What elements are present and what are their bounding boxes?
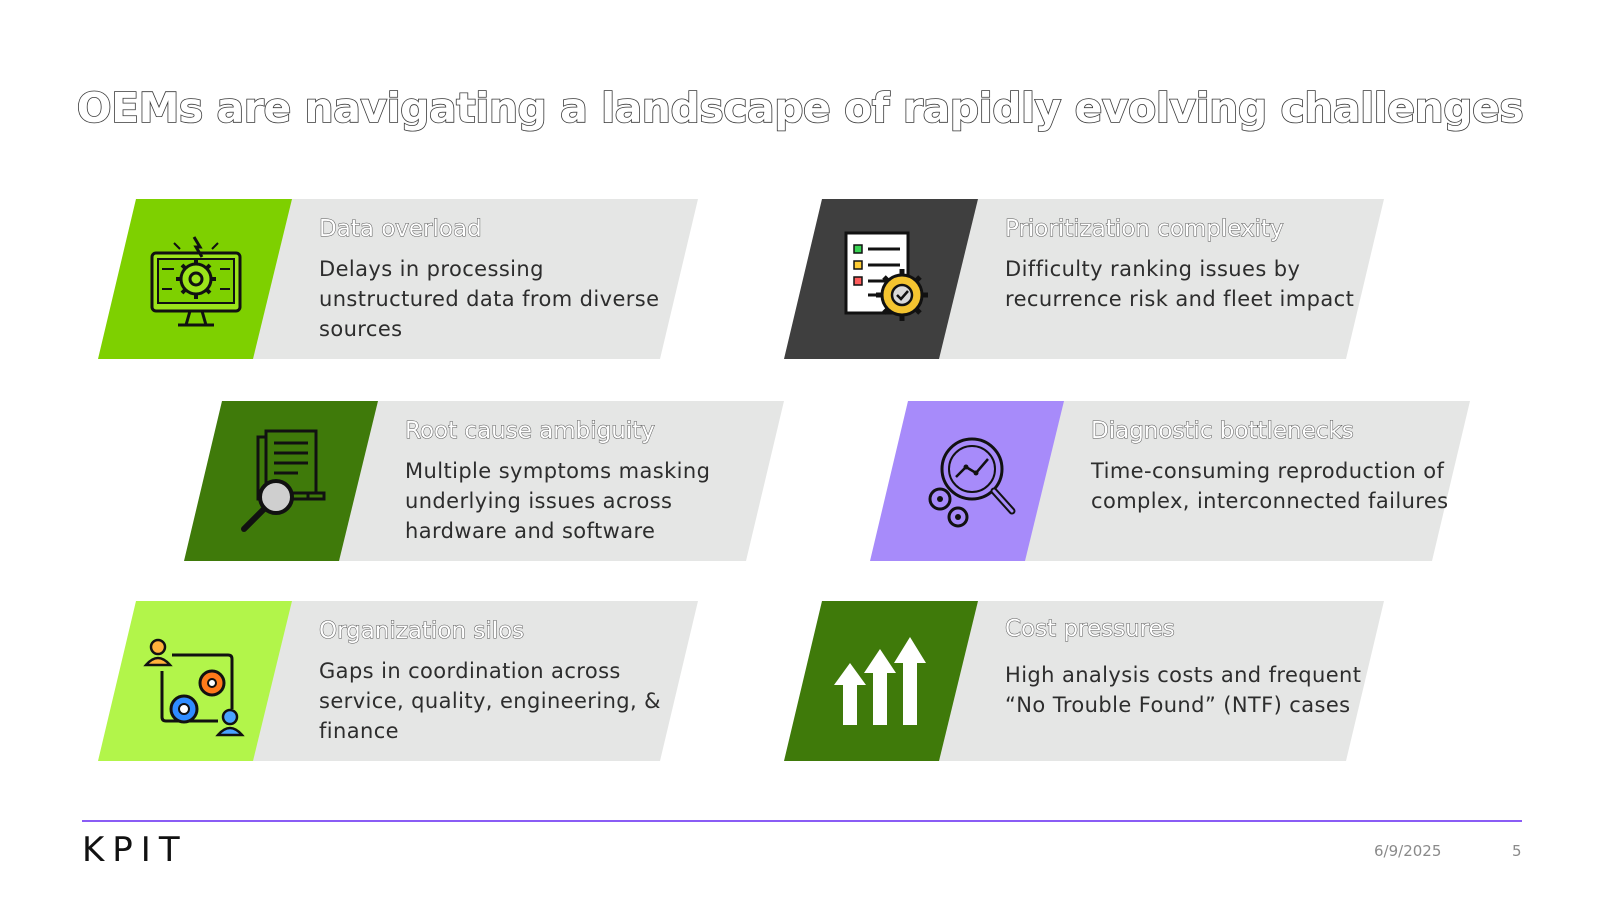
card-text: Diagnostic bottlenecks Time-consuming re…: [1091, 418, 1461, 516]
footer-date: 6/9/2025: [1374, 842, 1442, 860]
people-gears-icon: [142, 625, 254, 737]
card-title: Root cause ambiguity: [405, 418, 656, 445]
card-body: Delays in processing unstructured data f…: [319, 257, 660, 342]
challenge-card-prioritization-complexity: Prioritization complexity Difficulty ran…: [784, 199, 1404, 359]
card-title: Organization silos: [319, 618, 525, 645]
card-background: [98, 601, 698, 761]
card-body: High analysis costs and frequent “No Tro…: [1005, 663, 1362, 718]
card-body: Multiple symptoms masking underlying iss…: [405, 459, 711, 544]
card-background: [184, 401, 784, 561]
card-title: Prioritization complexity: [1005, 216, 1285, 243]
card-text: Data overload Delays in processing unstr…: [319, 216, 689, 344]
card-text: Root cause ambiguity Multiple symptoms m…: [405, 418, 775, 546]
page-number: 5: [1512, 842, 1522, 860]
footer-divider: [82, 820, 1522, 822]
challenge-card-cost-pressures: Cost pressures High analysis costs and f…: [784, 601, 1404, 761]
challenge-card-root-cause-ambiguity: Root cause ambiguity Multiple symptoms m…: [184, 401, 804, 561]
challenge-card-organization-silos: Organization silos Gaps in coordination …: [98, 601, 718, 761]
card-title: Diagnostic bottlenecks: [1091, 418, 1355, 445]
analysis-magnifier-icon: [914, 425, 1026, 537]
card-body: Gaps in coordination across service, qua…: [319, 659, 661, 744]
card-body: Time-consuming reproduction of complex, …: [1091, 459, 1449, 514]
challenge-card-diagnostic-bottlenecks: Diagnostic bottlenecks Time-consuming re…: [870, 401, 1490, 561]
document-magnifier-icon: [228, 425, 340, 537]
card-body: Difficulty ranking issues by recurrence …: [1005, 257, 1355, 312]
card-text: Prioritization complexity Difficulty ran…: [1005, 216, 1375, 314]
page-title: OEMs are navigating a landscape of rapid…: [76, 83, 1525, 133]
card-text: Cost pressures High analysis costs and f…: [1005, 616, 1375, 720]
monitor-gear-icon: [142, 223, 254, 335]
checklist-gear-icon: [828, 223, 940, 335]
up-arrows-icon: [828, 625, 940, 737]
kpit-logo: KPIT: [82, 830, 188, 870]
card-title: Cost pressures: [1005, 616, 1176, 643]
card-title: Data overload: [319, 216, 483, 243]
challenge-card-data-overload: Data overload Delays in processing unstr…: [98, 199, 718, 359]
card-text: Organization silos Gaps in coordination …: [319, 618, 689, 746]
